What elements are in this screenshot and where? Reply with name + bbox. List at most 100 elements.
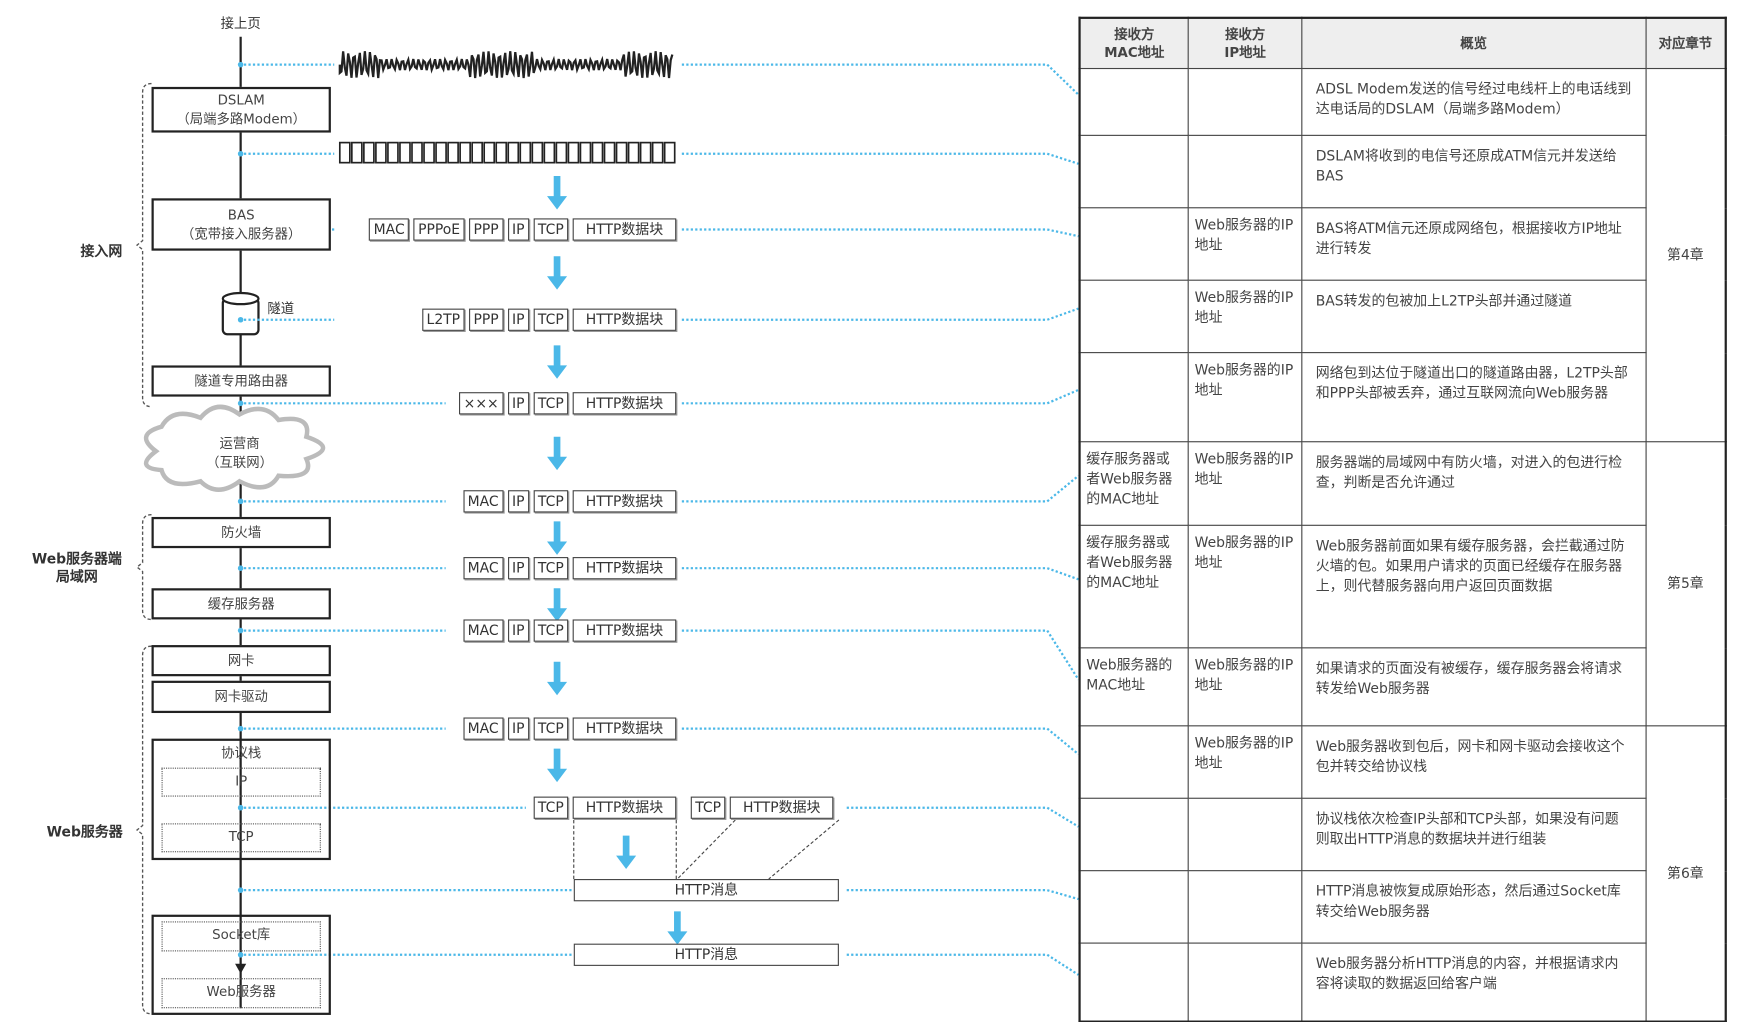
cell-mac: [1079, 870, 1190, 944]
down-arrow-icon: [547, 661, 568, 696]
cell-ip: Web服务器的IP地址: [1187, 279, 1303, 354]
table-row: Web服务器的IP地址网络包到达位于隧道出口的隧道路由器，L2TP头部和PPP头…: [1079, 352, 1726, 443]
atm-cell: [483, 141, 496, 164]
table-row: HTTP消息被恢复成原始形态，然后通过Socket库转交给Web服务器: [1079, 870, 1726, 944]
cell-mac: [1079, 67, 1190, 136]
atm-cell: [519, 141, 532, 164]
cell-desc: ADSL Modem发送的信号经过电线杆上的电话线到达电话局的DSLAM（局端多…: [1301, 67, 1647, 136]
down-arrow-icon: [547, 588, 568, 622]
atm-cell: [423, 141, 435, 164]
tunnel-router-node: 隧道专用路由器: [151, 365, 331, 397]
atm-cell: [411, 141, 423, 164]
packet-field-mac: MAC: [369, 218, 410, 241]
dotted-connector-table: [846, 889, 1079, 901]
packet-field-ip: IP: [507, 557, 530, 580]
table-header: 接收方 MAC地址: [1079, 17, 1190, 70]
summary-table: 接收方 MAC地址接收方 IP地址概览对应章节 ADSL Modem发送的信号经…: [1078, 16, 1727, 1022]
packet-field-mac: MAC: [463, 557, 504, 580]
table-header: 概览: [1301, 17, 1647, 70]
dotted-connector-table: [681, 388, 1079, 405]
socket-web-node: Socket库 Web服务器: [151, 914, 331, 1015]
atm-cell: [375, 141, 387, 164]
top-label: 接上页: [220, 15, 261, 32]
table-row: DSLAM将收到的电信号还原成ATM信元并发送给BAS: [1079, 134, 1726, 209]
atm-cell: [447, 141, 459, 164]
cell-ip: Web服务器的IP地址: [1187, 647, 1303, 727]
atm-cell: [531, 141, 544, 164]
packet-field-tcp: TCP: [533, 717, 569, 740]
group-brace-0: [135, 82, 152, 408]
packet-field-mac: MAC: [463, 490, 504, 513]
down-arrow-icon: [547, 748, 568, 783]
cell-desc: 网络包到达位于隧道出口的隧道路由器，L2TP头部和PPP头部被丢弃，通过互联网流…: [1301, 352, 1647, 443]
packet-field-http-data: HTTP数据块: [572, 490, 677, 513]
table-row: Web服务器分析HTTP消息的内容，并根据请求内容将读取的数据返回给客户端: [1079, 942, 1726, 1022]
down-arrow-icon: [547, 345, 568, 379]
flow-point-dot: [237, 498, 244, 505]
cell-desc: 协议栈依次检查IP头部和TCP头部，如果没有问题则取出HTTP消息的数据块并进行…: [1301, 797, 1647, 872]
cell-ip: [1187, 797, 1303, 872]
stack-tcp: TCP: [161, 823, 321, 853]
cell-desc: Web服务器分析HTTP消息的内容，并根据请求内容将读取的数据返回给客户端: [1301, 942, 1647, 1022]
cell-mac: [1079, 279, 1190, 354]
firewall-node: 防火墙: [151, 516, 331, 549]
dotted-connector-table: [681, 567, 1079, 581]
packet-field-http-data: HTTP数据块: [572, 717, 677, 740]
packet-field-http-data: HTTP数据块: [572, 796, 677, 819]
packet-field-http-data: HTTP数据块: [572, 392, 677, 415]
group-brace-2: [135, 645, 152, 1015]
packet-field-ppp: PPP: [469, 308, 504, 331]
tunnel-cylinder-top: [221, 291, 260, 306]
dslam-label: DSLAM: [217, 91, 265, 108]
cell-mac: Web服务器的MAC地址: [1079, 647, 1190, 727]
tunnel-label: 隧道: [267, 300, 295, 317]
packet-field-http-data: HTTP数据块: [572, 218, 677, 241]
packet-field-tcp: TCP: [533, 557, 569, 580]
cell-desc: DSLAM将收到的电信号还原成ATM信元并发送给BAS: [1301, 134, 1647, 209]
packet-field-tcp: TCP: [533, 490, 569, 513]
cell-ip: [1187, 870, 1303, 944]
cell-mac: 缓存服务器或者Web服务器的MAC地址: [1079, 441, 1190, 526]
dotted-connector-table: [681, 152, 1079, 165]
atm-cell: [435, 141, 447, 164]
flow-point-dot: [237, 887, 244, 893]
bas-label: BAS: [227, 206, 255, 223]
nic-driver-node: 网卡驱动: [151, 680, 331, 714]
dotted-connector-table: [681, 629, 1080, 681]
dslam-node: DSLAM（局端多路Modem）: [151, 86, 331, 133]
packet-field-l2tp: L2TP: [422, 308, 465, 331]
down-arrow-icon: [547, 436, 568, 471]
packet-field-tcp: TCP: [533, 796, 569, 819]
cell-desc: BAS转发的包被加上L2TP头部并通过隧道: [1301, 279, 1647, 354]
packet-field-×××: ×××: [459, 392, 504, 415]
nic-node: 网卡: [151, 645, 331, 677]
packet-field-http-data: HTTP数据块: [572, 308, 677, 331]
cell-ip: [1187, 134, 1303, 209]
stack-ip: IP: [161, 767, 321, 797]
flow-point-dot: [237, 804, 244, 811]
bas-node: BAS（宽带接入服务器）: [151, 198, 331, 251]
cell-desc: BAS将ATM信元还原成网络包，根据接收方IP地址进行转发: [1301, 207, 1647, 281]
internet-cloud-icon: [143, 404, 326, 492]
atm-cell: [555, 141, 568, 164]
group-label-lan: Web服务器端 局域网: [31, 550, 122, 585]
dotted-connector-table: [681, 228, 1079, 238]
cell-mac: [1079, 797, 1190, 872]
table-row: ADSL Modem发送的信号经过电线杆上的电话线到达电话局的DSLAM（局端多…: [1079, 67, 1727, 443]
packet-field-http-data: HTTP数据块: [572, 557, 677, 580]
flow-point-dot: [237, 951, 244, 958]
atm-cell: [387, 141, 399, 164]
atm-cell: [567, 141, 580, 164]
atm-cell: [639, 141, 652, 164]
reassembly-guide: [768, 819, 840, 880]
web-server-app: Web服务器: [161, 978, 321, 1009]
cache-server-node: 缓存服务器: [151, 588, 331, 620]
